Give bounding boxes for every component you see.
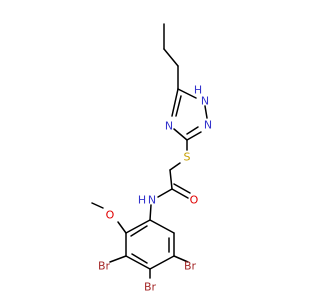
atom-n2-triazole: N	[204, 119, 212, 132]
bond-ring-6	[125, 219, 151, 234]
bond-triazole-c3-n4	[173, 128, 188, 141]
bond-ring-o-methoxy	[117, 221, 127, 234]
bond-triazole-n4-c5	[171, 88, 179, 117]
atom-bromine-bottom: Br	[144, 281, 157, 294]
bond-carbonyl-n	[157, 188, 173, 198]
atom-n1-triazole: N	[201, 95, 209, 108]
bond-n-aryl	[149, 204, 152, 221]
bond-ch2-carbonyl	[169, 169, 173, 190]
bond-ring-double-c	[130, 225, 148, 237]
bond-triazole-n1-n2	[204, 105, 208, 119]
bond-ring-br-right	[173, 255, 189, 263]
atom-n4-triazole: N	[165, 120, 173, 133]
bond-ring-4	[125, 255, 151, 270]
atom-bromine-right: Br	[184, 260, 197, 273]
bond-ring-3	[149, 255, 175, 270]
bond-carbonyl-o-1	[171, 188, 189, 199]
bond-o-methyl	[91, 202, 104, 209]
bond-triazole-n2-c3	[186, 131, 202, 141]
atom-oxygen-carbonyl: O	[190, 194, 199, 207]
bond-triazole-double-n2-c3	[186, 126, 199, 135]
bond-triazole-double-c5-n4	[175, 95, 182, 117]
atom-bromine-left: Br	[98, 260, 111, 273]
bond-ring-br-left	[109, 255, 127, 263]
bond-carbonyl-o-2	[173, 183, 191, 194]
molecule-diagram: H N N N S O N H O Br Br Br	[91, 23, 212, 294]
bond-ring-1	[149, 219, 175, 234]
bond-s-ch2	[169, 162, 181, 171]
atom-sulfur: S	[184, 151, 191, 164]
atom-oxygen-methoxy: O	[106, 209, 115, 222]
bond-butyl-2	[163, 48, 179, 67]
bond-ring-double-b	[131, 253, 148, 264]
atom-h-triazole: H	[194, 84, 202, 97]
bond-triazole-c5-n1	[177, 88, 197, 99]
atom-h-amide: H	[138, 194, 146, 207]
atom-nitrogen-amide: N	[148, 194, 156, 207]
